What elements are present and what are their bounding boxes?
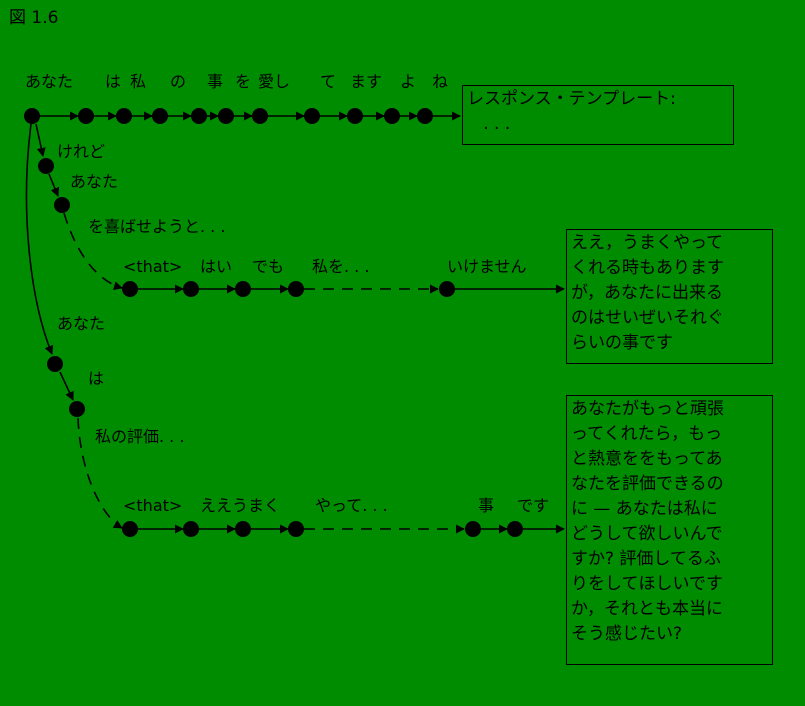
branch1-chain-node	[288, 281, 304, 297]
response-2-line: ってくれたら，もっ	[571, 424, 723, 444]
branch2-word-desu: です	[517, 496, 550, 515]
branch2-word-eeumaku: ええうまく	[200, 496, 281, 515]
branch2-label-anata: あなた	[57, 314, 106, 333]
branch2-word-koto: 事	[478, 496, 495, 515]
branch1-chain-node	[235, 281, 251, 297]
branch2-chain-node	[235, 521, 251, 537]
response-box-2: あなたがもっと頑張 ってくれたら，もっ と熱意ををもってあ なたを評価できるの …	[566, 395, 773, 665]
branch2-chain-node	[122, 521, 138, 537]
top-row-node	[78, 108, 94, 124]
branch1-word-hai: はい	[200, 257, 233, 276]
template-box-line: レスポンス・テンプレート:	[467, 89, 676, 109]
branch1-chain-node	[122, 281, 138, 297]
branch2-that-label: <that>	[123, 496, 183, 515]
top-word-aishi: 愛し	[258, 72, 291, 91]
top-row-node	[116, 108, 132, 124]
top-word-wo: を	[235, 72, 252, 91]
template-box-line: . . .	[467, 114, 511, 134]
response-1-line: ええ，うまくやって	[571, 233, 724, 253]
response-2-line: すか? 評価してるふ	[571, 549, 721, 569]
branch2-node-anata	[47, 356, 63, 372]
top-row-node	[417, 108, 433, 124]
branch1-edge-keredo	[35, 123, 46, 157]
top-word-yo: よ	[400, 72, 417, 91]
branch2-chain-node	[288, 521, 304, 537]
branch2-node-wa	[69, 401, 85, 417]
top-word-te: て	[320, 72, 337, 91]
branch1-word-watashiwo: 私を. . .	[312, 257, 370, 276]
top-row-node	[347, 108, 363, 124]
top-word-anata: あなた	[25, 72, 74, 91]
response-2-line: なたを評価できるの	[571, 474, 724, 494]
branch1-word-ikemasen: いけません	[447, 257, 527, 276]
response-2-line: と熱意ををもってあ	[571, 449, 723, 469]
response-1-line: らいの事です	[571, 333, 673, 353]
response-2-line: りをしてほしいです	[571, 574, 723, 594]
response-2-line: あなたがもっと頑張	[571, 399, 724, 419]
response-2-line: そう感じたい?	[571, 624, 683, 644]
branch2-chain-node	[183, 521, 199, 537]
response-template-box: レスポンス・テンプレート: . . .	[462, 85, 734, 145]
branch1-label-keredo: けれど	[57, 142, 106, 161]
branch1-word-demo: でも	[252, 257, 285, 276]
branch1-node-keredo	[38, 158, 54, 174]
response-2-line: か，それとも本当に	[571, 599, 723, 619]
top-row-node	[191, 108, 207, 124]
branch2-node-desu	[507, 521, 523, 537]
top-word-no: の	[170, 72, 187, 91]
branch2-node-koto	[465, 521, 481, 537]
branch1-label-yorokobaseyou: を喜ばせようと. . .	[88, 217, 226, 236]
top-word-watashi: 私	[130, 72, 147, 91]
branch2-word-yatte: やって. . .	[315, 496, 388, 515]
response-1-line: くれる時もあります	[571, 258, 724, 278]
branch2-label-wa: は	[88, 369, 105, 388]
top-row-node	[152, 108, 168, 124]
top-row-node	[304, 108, 320, 124]
branch1-edge-anata	[48, 173, 60, 197]
top-row-node	[252, 108, 268, 124]
branch1-that-label: <that>	[123, 257, 183, 276]
top-row-node	[384, 108, 400, 124]
top-row-node	[218, 108, 234, 124]
top-word-koto: 事	[207, 72, 224, 91]
top-row-node	[24, 108, 40, 124]
branch2-label-hyouka: 私の評価. . .	[95, 427, 185, 446]
branch2-curve-anata	[25, 123, 54, 355]
response-1-line: のはせいぜいそれぐ	[571, 308, 724, 328]
response-box-1: ええ，うまくやって くれる時もあります が，あなたに出来る のはせいぜいそれぐ …	[566, 229, 773, 364]
top-word-wa: は	[105, 72, 122, 91]
top-word-masu: ます	[350, 72, 383, 91]
top-word-ne: ね	[432, 72, 449, 91]
branch1-chain-node	[183, 281, 199, 297]
response-2-line: に — あなたは私に	[571, 499, 718, 519]
figure-label: 図 1.6	[9, 8, 59, 28]
branch2-edge-wa	[59, 371, 74, 401]
response-2-line: どうして欲しいんで	[571, 524, 723, 544]
branch1-node-anata	[54, 197, 70, 213]
branch1-label-anata: あなた	[70, 172, 119, 191]
branch1-end-node	[439, 281, 455, 297]
response-1-line: が，あなたに出来る	[571, 283, 723, 303]
